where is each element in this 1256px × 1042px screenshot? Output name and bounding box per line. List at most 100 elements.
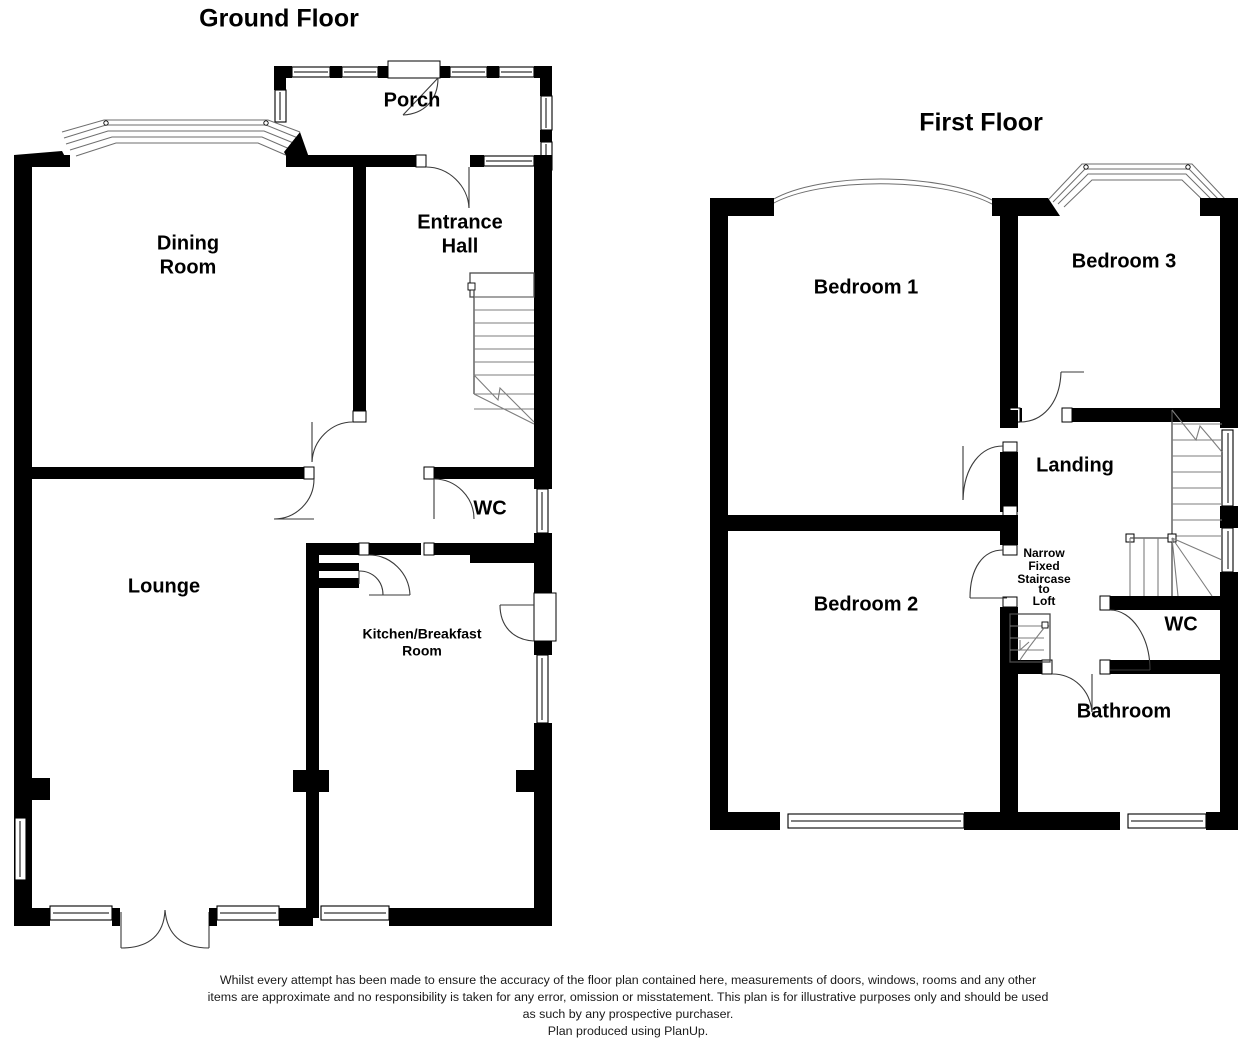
lounge-rear-window-left <box>49 905 113 921</box>
room-label-hall-line1: Entrance <box>417 211 503 233</box>
kitchen-rear-window <box>320 905 390 921</box>
bedroom2-door-jamb-top <box>1002 544 1018 556</box>
kitchen-cupboard-door-arc <box>358 570 384 596</box>
bedroom2-rear-window <box>787 813 965 829</box>
porch-wall-top-pier-5 <box>487 66 499 78</box>
porch-window-1 <box>291 66 331 78</box>
first-bottom-wall-a <box>710 812 780 830</box>
wc-bottom-wall-thick <box>470 543 534 563</box>
kitchen-lounge-partition <box>306 543 319 918</box>
loft-note-line4: to <box>1038 582 1049 596</box>
first-right-outer-wall-b <box>1220 506 1238 528</box>
ground-right-outer-wall-d <box>534 641 552 655</box>
bedroom3-door-jamb-right <box>1061 407 1073 423</box>
bedroom1-bedroom3-partition <box>1000 198 1018 410</box>
first-right-outer-wall-a <box>1220 198 1238 428</box>
room-label-bedroom3: Bedroom 3 <box>1072 250 1176 272</box>
room-label-dining-line2: Room <box>160 256 217 278</box>
disclaimer-line-2: items are approximate and no responsibil… <box>207 990 1049 1004</box>
ground-staircase <box>467 272 535 425</box>
kitchen-lounge-pier <box>293 770 329 792</box>
kitchen-cupboard-wall-bottom <box>319 578 359 588</box>
porch-wall-top-pier-4 <box>440 66 450 78</box>
porch-right-wall-a <box>540 78 552 96</box>
first-left-outer-wall <box>710 198 728 830</box>
ground-bottom-pier-1 <box>112 908 120 926</box>
porch-door-arc <box>402 77 439 116</box>
kitchen-back-door <box>499 592 557 642</box>
bedroom3-door-arc <box>1019 371 1062 423</box>
dining-bay-window <box>61 119 301 157</box>
room-label-landing: Landing <box>1036 454 1114 476</box>
first-floor-plan: Bedroom 1 Bedroom 2 Bedroom 3 Landing WC… <box>710 163 1238 830</box>
ground-floor-title: Ground Floor <box>199 5 359 33</box>
dining-bay-pier-right <box>284 132 312 166</box>
ground-right-outer-wall-e <box>534 723 552 778</box>
ground-bottom-pier-3 <box>279 908 313 926</box>
porch-side-window-1 <box>540 95 553 131</box>
porch-bottom-wall-left <box>286 155 416 167</box>
bedroom2-door-arc <box>969 549 1004 599</box>
porch-door-threshold <box>387 60 441 79</box>
porch-left-window <box>274 89 287 123</box>
ground-bottom-wall-a <box>14 908 50 926</box>
porch-door-swing-line <box>402 77 439 116</box>
ground-right-outer-wall-f <box>534 778 552 926</box>
porch-left-wall-a <box>274 78 286 90</box>
room-label-hall-line2: Hall <box>442 235 479 257</box>
lounge-rear-window-right <box>216 905 280 921</box>
disclaimer-line-4: Plan produced using PlanUp. <box>547 1024 709 1038</box>
ground-right-outer-wall-a <box>534 167 552 467</box>
porch-window-2 <box>341 66 379 78</box>
ground-right-outer-wall-b <box>534 467 552 489</box>
hall-top-window <box>483 155 535 167</box>
loft-note-line2: Fixed <box>1028 559 1059 573</box>
porch-wall-top-pier-3 <box>378 66 388 78</box>
porch-window-3 <box>449 66 488 78</box>
first-wc-door-jamb-top <box>1099 595 1111 611</box>
room-label-bathroom: Bathroom <box>1077 700 1171 722</box>
kitchen-cupboard-wall-top <box>319 563 359 571</box>
first-floor-title: First Floor <box>919 109 1043 137</box>
ground-floor-plan: Porch Dining Room Entrance Hall Lounge W… <box>14 60 557 949</box>
wc-window <box>536 488 549 534</box>
porch-wall-top-right-pier <box>534 66 552 78</box>
bathroom-door-jamb <box>1041 659 1053 675</box>
kitchen-door-arc <box>368 554 411 596</box>
dining-hall-partition <box>353 160 366 422</box>
wc-door-arc <box>433 478 475 520</box>
bedroom3-bay-pier-left <box>1040 198 1060 216</box>
ground-right-outer-wall-c <box>534 533 552 593</box>
room-label-kitchen-line1: Kitchen/Breakfast <box>362 626 481 642</box>
landing-wall-seg-d <box>1000 607 1018 669</box>
bedroom1-door-jamb-bottom <box>1002 505 1018 517</box>
porch-wall-top-pier-2 <box>330 66 342 78</box>
ground-left-outer-wall-upper <box>14 155 32 778</box>
first-bottom-wall-b <box>964 812 1120 830</box>
ground-bottom-pier-2 <box>209 908 217 926</box>
disclaimer-line-3: as such by any prospective purchaser. <box>522 1007 734 1021</box>
first-staircase <box>1125 409 1223 597</box>
porch-bottom-wall-right <box>470 155 484 167</box>
bedroom1-bedroom2-partition <box>710 515 1018 531</box>
hall-top-right-pier <box>534 155 552 167</box>
bedroom2-bathroom-partition <box>1000 660 1018 830</box>
room-label-porch: Porch <box>384 89 441 111</box>
porch-window-4 <box>498 66 535 78</box>
room-label-bedroom1: Bedroom 1 <box>814 276 918 298</box>
kitchen-door-jamb <box>358 542 370 556</box>
hall-door-jamb-top <box>415 154 427 168</box>
wc-door-jamb-bottom <box>423 542 435 556</box>
loft-note-line5: Loft <box>1033 594 1056 608</box>
first-wc-window <box>1221 527 1234 573</box>
loft-note-line3: Staircase <box>1017 572 1071 586</box>
bedroom1-door-arc <box>962 445 1004 501</box>
first-right-outer-wall-c <box>1220 572 1238 830</box>
room-label-kitchen-line2: Room <box>402 643 442 659</box>
room-label-lounge: Lounge <box>128 575 200 597</box>
dining-lounge-partition <box>14 467 304 479</box>
wc-door-jamb-top <box>423 466 435 480</box>
loft-note-line1: Narrow <box>1023 546 1065 560</box>
bathroom-rear-window <box>1127 813 1207 829</box>
bedroom3-bay-window <box>1047 163 1227 208</box>
